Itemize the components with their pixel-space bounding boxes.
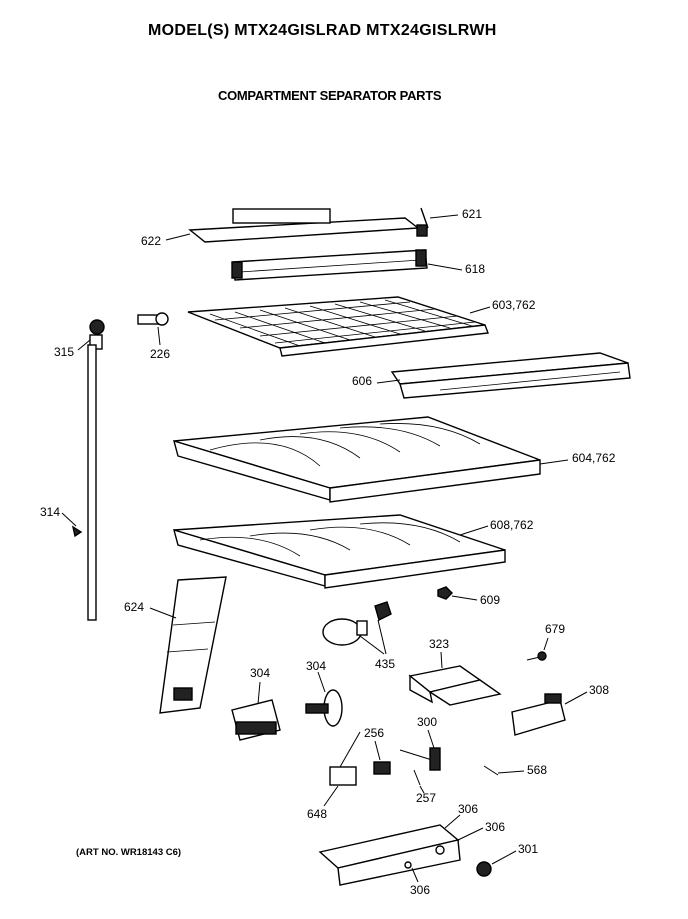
part-648-thermostat xyxy=(329,731,361,786)
callout-314: 314 xyxy=(40,505,60,519)
callout-648: 648 xyxy=(307,807,327,821)
part-624-duct xyxy=(159,576,227,714)
part-568-screw xyxy=(483,765,499,776)
part-308-plate xyxy=(511,693,566,736)
callout-606: 606 xyxy=(352,374,372,388)
callout-315: 315 xyxy=(54,345,74,359)
callout-labels: 622 621 618 603,762 315 226 606 604,762 … xyxy=(40,207,616,897)
leader-lines xyxy=(61,214,588,883)
callout-609: 609 xyxy=(480,593,500,607)
part-315-rod-bracket xyxy=(71,319,105,621)
callout-301: 301 xyxy=(518,842,538,856)
part-257-screw xyxy=(413,769,421,786)
part-226-pivot xyxy=(137,312,169,326)
part-679-screw xyxy=(526,651,547,661)
part-300-switch xyxy=(399,747,441,771)
callout-604-762: 604,762 xyxy=(572,451,616,465)
art-number: (ART NO. WR18143 C6) xyxy=(76,847,182,858)
part-306-bracket xyxy=(318,824,461,886)
callout-621: 621 xyxy=(462,207,482,221)
callout-304-left: 304 xyxy=(250,666,270,680)
part-606-panel xyxy=(390,352,631,399)
part-304-housing-left xyxy=(231,699,281,741)
callout-679: 679 xyxy=(545,622,565,636)
model-title: MODEL(S) MTX24GISLRAD MTX24GISLRWH xyxy=(148,22,497,39)
part-609-clip xyxy=(437,586,453,600)
callout-323: 323 xyxy=(429,637,449,651)
callout-256: 256 xyxy=(364,726,384,740)
callout-603-762: 603,762 xyxy=(492,298,536,312)
callout-568: 568 xyxy=(527,763,547,777)
part-621-pin xyxy=(416,207,429,237)
section-title: COMPARTMENT SEPARATOR PARTS xyxy=(218,88,442,103)
part-603-shelf xyxy=(187,296,489,357)
part-435-bulb-socket xyxy=(322,601,392,646)
callout-308: 308 xyxy=(589,683,609,697)
callout-306-right: 306 xyxy=(485,820,505,834)
callout-304-right: 304 xyxy=(306,659,326,673)
part-304-fan xyxy=(305,689,343,727)
part-301-knob xyxy=(476,861,492,877)
part-622-cover xyxy=(188,208,420,243)
callout-257: 257 xyxy=(416,791,436,805)
callout-622: 622 xyxy=(141,234,161,248)
part-618-rail xyxy=(231,249,428,281)
part-608-tray xyxy=(173,514,506,589)
callout-624: 624 xyxy=(124,600,144,614)
callout-226: 226 xyxy=(150,347,170,361)
callout-618: 618 xyxy=(465,262,485,276)
part-604-tray xyxy=(173,416,541,503)
callout-435: 435 xyxy=(375,657,395,671)
callout-608-762: 608,762 xyxy=(490,518,534,532)
part-323-bracket xyxy=(408,665,502,706)
part-256-switch xyxy=(373,761,391,775)
callout-306-bottom: 306 xyxy=(410,883,430,897)
callout-300: 300 xyxy=(417,715,437,729)
callout-306-top: 306 xyxy=(458,802,478,816)
